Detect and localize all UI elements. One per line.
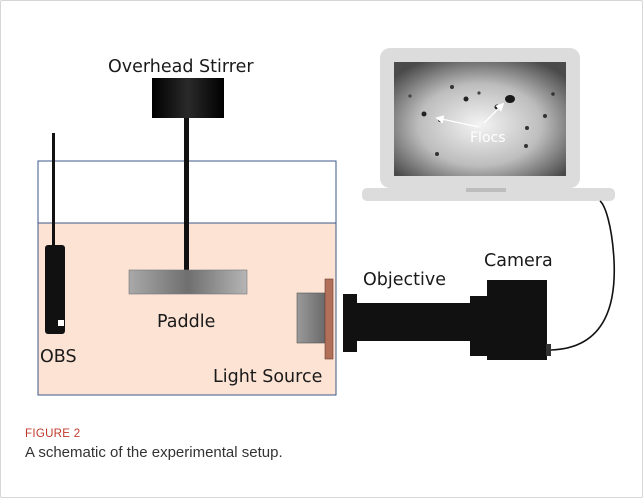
figure-caption: A schematic of the experimental setup. xyxy=(25,444,283,461)
overhead-stirrer xyxy=(152,78,224,271)
label-overhead-stirrer: Overhead Stirrer xyxy=(108,57,254,77)
paddle xyxy=(128,269,248,295)
label-objective: Objective xyxy=(363,270,446,290)
label-flocs: Flocs xyxy=(470,130,506,146)
objective-lens xyxy=(343,294,490,352)
label-light-source: Light Source xyxy=(213,367,322,387)
setup-schematic: Overhead Stirrer Paddle OBS Light Source… xyxy=(37,48,616,396)
camera xyxy=(470,280,551,360)
obs-probe xyxy=(45,133,65,334)
label-obs: OBS xyxy=(40,347,77,367)
stirrer-shaft xyxy=(184,118,189,271)
light-source xyxy=(296,278,334,360)
laptop xyxy=(362,48,615,201)
laptop-base xyxy=(362,188,615,201)
camera-cable xyxy=(550,200,616,351)
laptop-screen xyxy=(394,62,566,176)
label-paddle: Paddle xyxy=(157,312,215,332)
label-camera: Camera xyxy=(484,251,553,271)
figure-number: FIGURE 2 xyxy=(25,428,81,440)
